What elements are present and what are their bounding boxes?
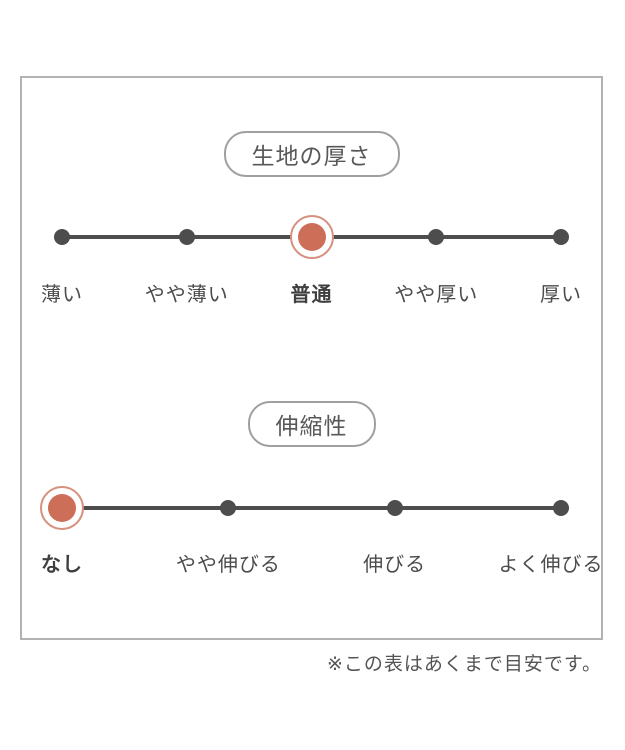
fabric-thickness-labels: 薄い やや薄い 普通 やや厚い 厚い: [41, 278, 581, 306]
selected-marker-normal: [289, 215, 334, 259]
scale-label-stretches-a-little: やや伸びる: [175, 554, 281, 576]
scale-dot-thick: [553, 229, 569, 245]
section-title-stretchiness: 伸縮性: [247, 401, 376, 447]
scale-dot-stretches-a-little: [220, 500, 237, 516]
scale-label-slightly-thin: やや薄い: [144, 284, 229, 306]
stretchiness-scale: [40, 486, 569, 530]
scale-label-stretches: 伸びる: [363, 554, 427, 576]
scale-label-none-selected: なし: [41, 554, 83, 576]
section-title-label: 生地の厚さ: [251, 143, 372, 169]
scale-label-normal-selected: 普通: [290, 284, 333, 306]
scale-label-thin: 薄い: [41, 284, 83, 306]
selected-dot-icon: [48, 494, 76, 522]
selected-dot-icon: [297, 223, 326, 251]
scale-label-stretches-well: よく伸びる: [498, 554, 604, 576]
scale-label-slightly-thick: やや厚い: [394, 284, 479, 306]
chart-frame: 生地の厚さ 薄い やや薄い 普通 やや厚い 厚い 伸縮性: [20, 76, 603, 640]
scale-dot-stretches: [386, 500, 403, 516]
selected-marker-none: [40, 486, 84, 530]
scale-dot-thin: [54, 229, 70, 245]
section-title-fabric-thickness: 生地の厚さ: [223, 131, 400, 177]
fabric-thickness-scale: [54, 215, 569, 259]
scale-dot-slightly-thick: [428, 229, 445, 245]
section-title-label: 伸縮性: [275, 413, 348, 439]
stretchiness-labels: なし やや伸びる 伸びる よく伸びる: [41, 548, 603, 576]
scale-label-thick: 厚い: [540, 284, 582, 306]
scale-track: [62, 506, 561, 510]
scale-dot-slightly-thin: [178, 229, 195, 245]
scale-dot-stretches-well: [553, 500, 569, 516]
disclaimer-note: ※この表はあくまで目安です。: [326, 654, 602, 675]
